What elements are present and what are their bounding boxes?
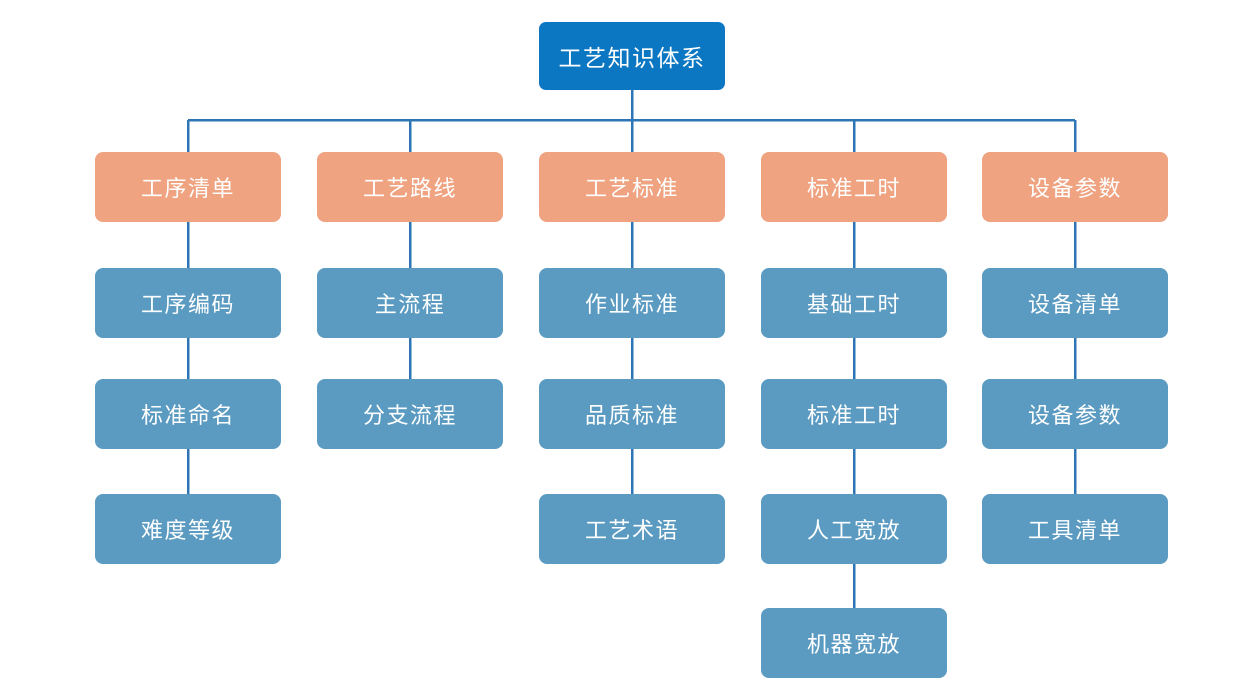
category-node-5[interactable]: 设备参数 <box>982 152 1168 222</box>
leaf-node-4-1[interactable]: 基础工时 <box>761 268 947 338</box>
leaf-node-2-1[interactable]: 主流程 <box>317 268 503 338</box>
leaf-node-2-2[interactable]: 分支流程 <box>317 379 503 449</box>
leaf-node-4-2[interactable]: 标准工时 <box>761 379 947 449</box>
leaf-node-5-2[interactable]: 设备参数 <box>982 379 1168 449</box>
leaf-node-1-3[interactable]: 难度等级 <box>95 494 281 564</box>
leaf-node-4-3[interactable]: 人工宽放 <box>761 494 947 564</box>
leaf-node-5-3[interactable]: 工具清单 <box>982 494 1168 564</box>
category-node-2[interactable]: 工艺路线 <box>317 152 503 222</box>
root-node[interactable]: 工艺知识体系 <box>539 22 725 90</box>
category-node-1[interactable]: 工序清单 <box>95 152 281 222</box>
leaf-node-4-4[interactable]: 机器宽放 <box>761 608 947 678</box>
leaf-node-3-1[interactable]: 作业标准 <box>539 268 725 338</box>
leaf-node-5-1[interactable]: 设备清单 <box>982 268 1168 338</box>
category-node-4[interactable]: 标准工时 <box>761 152 947 222</box>
leaf-node-1-2[interactable]: 标准命名 <box>95 379 281 449</box>
leaf-node-3-2[interactable]: 品质标准 <box>539 379 725 449</box>
leaf-node-3-3[interactable]: 工艺术语 <box>539 494 725 564</box>
category-node-3[interactable]: 工艺标准 <box>539 152 725 222</box>
leaf-node-1-1[interactable]: 工序编码 <box>95 268 281 338</box>
